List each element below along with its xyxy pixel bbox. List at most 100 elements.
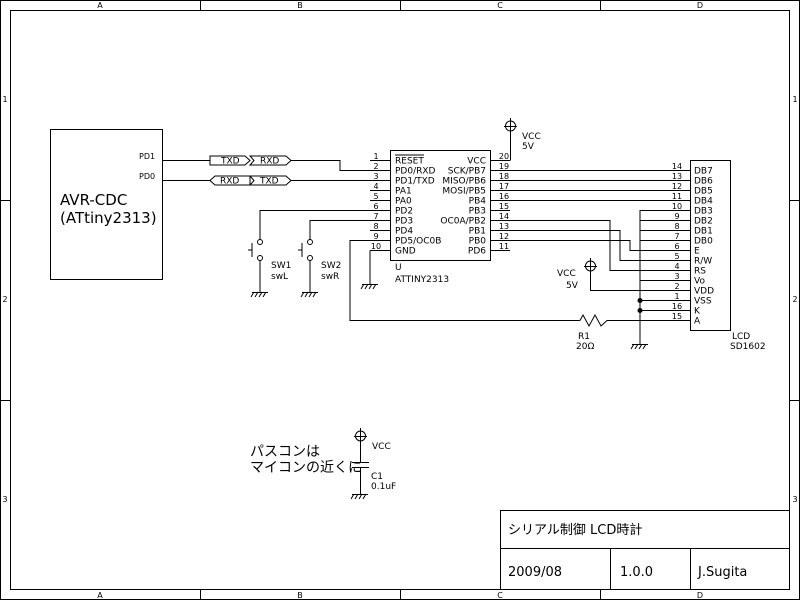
mcu-pin-number: 19 (499, 162, 509, 171)
mcu-ref: U (395, 263, 402, 273)
mcu-pin-name: PD0/RXD (395, 167, 436, 177)
frame-row-numbers: 1 2 3 1 2 3 (2, 95, 797, 504)
sw1-name: swL (271, 272, 288, 282)
lcd-pin-number: 14 (672, 162, 682, 171)
mcu-pin-name: PB4 (469, 197, 487, 207)
c1-ref: C1 (371, 472, 383, 482)
mcu-pin-number: 4 (373, 182, 378, 191)
frame-letter: A (97, 1, 103, 10)
mcu-pin-number: 2 (373, 162, 378, 171)
lcd-pin-name: E (694, 247, 700, 257)
vcc-value: 5V (522, 142, 535, 152)
vcc-symbol-mcu: VCC 5V (490, 118, 541, 161)
mcu-pin-name: PD1/TXD (395, 177, 435, 187)
lcd-pin-name: DB1 (694, 227, 713, 237)
lcd-pin-name: DB6 (694, 177, 713, 187)
mcu-pin-number: 3 (373, 172, 378, 181)
mcu-pin-name: PB1 (469, 227, 486, 237)
lcd-pin-number: 1 (674, 292, 679, 301)
mcu-pin-number: 10 (371, 242, 381, 251)
lcd-pin-name: VDD (694, 287, 714, 297)
mcu-pin-number: 9 (373, 232, 378, 241)
mcu-pin-name: PA1 (395, 187, 412, 197)
title-block-date: 2009/08 (508, 565, 562, 580)
mcu-ground (360, 250, 378, 290)
frame-number: 2 (792, 295, 797, 304)
lcd-pin-name: VSS (694, 297, 712, 307)
frame-letter: A (97, 591, 103, 600)
lcd-pin-number: 11 (672, 192, 682, 201)
lcd-pin-number: 10 (672, 202, 682, 211)
serial-signal-flags: TXD RXD RXD TXD (209, 155, 370, 187)
sw1-ref: SW1 (271, 261, 291, 271)
lcd-pin-number: 4 (674, 262, 679, 271)
vcc-lcd-label: VCC (557, 269, 576, 279)
sw2-name: swR (321, 272, 339, 282)
lcd-pin-number: 13 (672, 172, 682, 181)
lcd-ref: LCD (732, 332, 750, 342)
switch-sw2: SW2 swR (298, 220, 370, 298)
flag-txd-label: TXD (220, 157, 240, 167)
lcd-pin-name: K (694, 307, 701, 317)
mcu-pin-name: PD5/OC0B (395, 237, 441, 247)
lcd-pin-number: 3 (674, 272, 679, 281)
mcu-pin-name: PA0 (395, 197, 412, 207)
vcc-label: VCC (522, 132, 541, 142)
mcu-part: ATTINY2313 (395, 275, 449, 285)
r1-value: 20Ω (576, 342, 594, 352)
frame-letter: D (697, 1, 703, 10)
lcd-pin-name: DB4 (694, 197, 713, 207)
avr-cdc-title: AVR-CDC (60, 191, 127, 209)
avr-cdc-box (50, 129, 163, 280)
frame-letter: B (297, 1, 303, 10)
mcu-pin-number: 6 (373, 202, 378, 211)
avr-cdc-pin-pd0: PD0 (139, 172, 155, 181)
mcu-pin-number: 20 (499, 152, 509, 161)
frame-column-letters-top: A B C D (97, 1, 703, 10)
mcu-pin-name: PD6 (468, 247, 486, 257)
mcu-pin-name: PB3 (469, 207, 486, 217)
mcu-pin-number: 7 (373, 212, 378, 221)
lcd-pin-number: 6 (674, 242, 679, 251)
lcd-pin-name: DB3 (694, 207, 713, 217)
lcd-part: SD1602 (730, 342, 766, 352)
lcd-pin-name: DB5 (694, 187, 713, 197)
mcu-pin-name: RESET (395, 157, 424, 167)
mcu-pin-name: OC0A/PB2 (440, 217, 486, 227)
mcu-pin-number: 5 (373, 192, 378, 201)
mcu-pin-name: MOSI/PB5 (442, 187, 486, 197)
signal-flag (209, 155, 251, 166)
lcd-pin-number: 7 (674, 232, 679, 241)
lcd-power-ground: VCC 5V (557, 210, 670, 350)
lcd-pin-name: R/W (694, 257, 712, 267)
frame-number: 2 (2, 295, 7, 304)
title-block: シリアル制御 LCD時計 2009/08 1.0.0 J.Sugita (500, 510, 790, 590)
mcu-pin-number: 17 (499, 182, 509, 191)
mcu-pin-name: VCC (467, 157, 486, 167)
title-block-title: シリアル制御 LCD時計 (508, 522, 642, 538)
lcd-pin-number: 8 (674, 222, 679, 231)
wire (291, 160, 370, 171)
mcu-pin-name: MISO/PB6 (442, 177, 486, 187)
frame-number: 3 (792, 495, 797, 504)
lcd-pin-number: 9 (674, 212, 679, 221)
flag-txd-label: TXD (259, 177, 279, 187)
mcu-pin-number: 15 (499, 202, 509, 211)
avr-cdc-pin-pd1: PD1 (139, 152, 155, 161)
switch-sw1: SW1 swL (248, 210, 370, 298)
frame-column-letters-bottom: A B C D (97, 591, 703, 600)
signal-flag (209, 175, 251, 186)
frame-letter: C (497, 591, 503, 600)
mcu-pin-name: PD3 (395, 217, 413, 227)
frame-number: 3 (2, 495, 7, 504)
frame-letter: D (697, 591, 703, 600)
lcd-pin-number: 16 (672, 302, 682, 311)
frame-number: 1 (2, 95, 7, 104)
lcd-pin-name: A (694, 317, 701, 327)
mcu-pin-name: PD4 (395, 227, 413, 237)
lcd-pin-name: DB7 (694, 167, 713, 177)
title-block-version: 1.0.0 (620, 565, 653, 580)
